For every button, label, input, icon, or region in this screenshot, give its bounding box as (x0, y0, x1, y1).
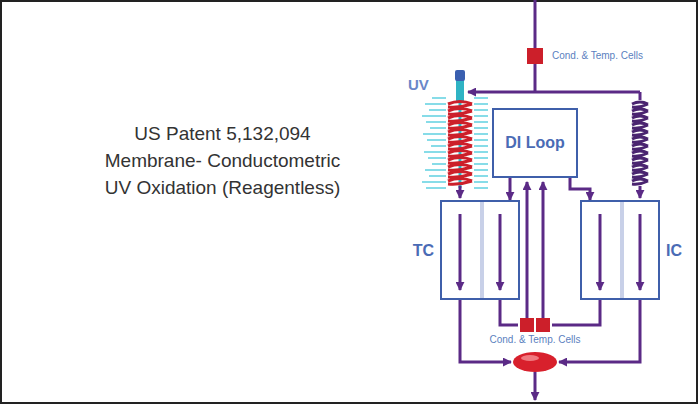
uv-ray (426, 121, 446, 123)
uv-ray (474, 127, 488, 129)
uv-ray (429, 109, 446, 111)
flow-connector (509, 178, 512, 200)
uv-rays (422, 98, 488, 188)
uv-ray (474, 163, 488, 165)
uv-label: UV (408, 76, 429, 93)
node-text: DI Loop (505, 134, 565, 152)
uv-ray (474, 169, 488, 171)
uv-ray (474, 145, 488, 147)
uv-ray (474, 121, 488, 123)
uv-ray (422, 115, 446, 117)
uv-ray (474, 187, 488, 189)
uv-ray (429, 175, 446, 177)
sensor-cell (520, 318, 534, 332)
uv-ray (474, 109, 488, 111)
ic-coil (632, 102, 648, 184)
sensor-cell (527, 48, 543, 64)
uv-ray (424, 151, 446, 153)
node-text: IC (666, 242, 682, 260)
coil-winding (448, 102, 472, 185)
uv-ray (428, 157, 446, 159)
sensor-cell (536, 318, 550, 332)
uv-ray (474, 103, 488, 105)
membrane (480, 202, 484, 298)
uv-ray (474, 175, 488, 177)
pump (513, 352, 557, 372)
uv-ray (474, 151, 488, 153)
uv-ray (427, 139, 446, 141)
sensor-label: Cond. & Temp. Cells (490, 334, 581, 345)
membrane (620, 202, 624, 298)
uv-ray (425, 103, 446, 105)
node-text: TC (413, 242, 434, 260)
uv-lamp-tube (456, 80, 464, 102)
uv-lamp-cap (455, 70, 465, 81)
ic-cell-box: IC (580, 200, 660, 300)
di-loop-box: DI Loop (492, 108, 578, 178)
diagram-title: US Patent 5,132,094 Membrane- Conductome… (95, 120, 350, 201)
uv-ray (432, 97, 446, 99)
uv-ray (430, 127, 446, 129)
flow-connector (570, 178, 590, 200)
uv-ray (423, 133, 446, 135)
uv-ray (474, 139, 488, 141)
pump-highlight (521, 355, 539, 361)
coil-winding (632, 102, 648, 184)
uv-ray (425, 169, 446, 171)
tc-cell-box: TC (440, 200, 520, 300)
uv-ray (426, 187, 446, 189)
uv-ray (474, 181, 488, 183)
uv-ray (432, 163, 446, 165)
uv-ray (474, 133, 488, 135)
uv-coil (448, 102, 472, 185)
uv-ray (474, 115, 488, 117)
uv-ray (474, 157, 488, 159)
uv-ray (422, 181, 446, 183)
uv-ray (474, 97, 488, 99)
sensor-label: Cond. & Temp. Cells (552, 50, 643, 61)
uv-ray (431, 145, 446, 147)
